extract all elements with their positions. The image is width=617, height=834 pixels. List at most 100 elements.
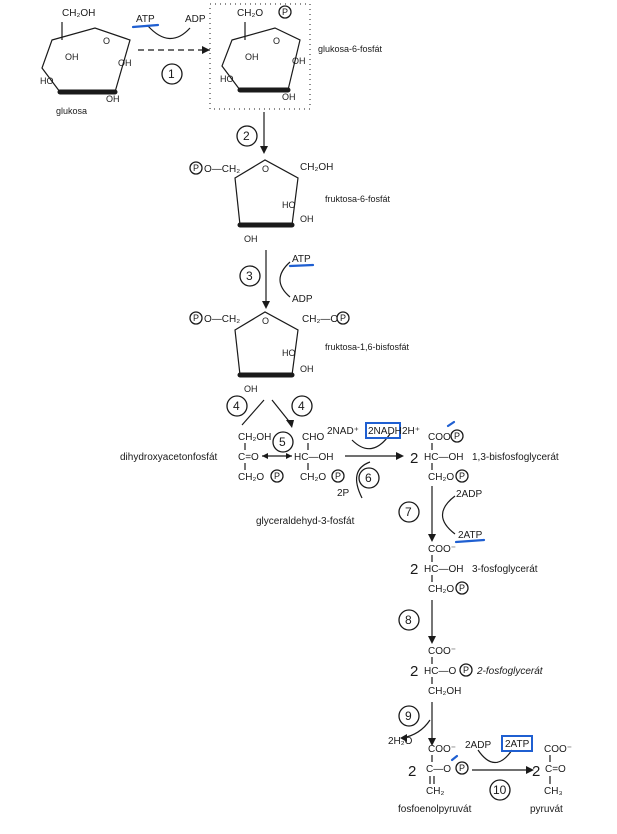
bpg13-structure: COO P 2 HC—OH CH₂O P 1,3-bisfosfoglycerá… [410,420,559,483]
bpg13-hcoh: HC—OH [424,452,463,463]
g3p-ch2op: CH₂O [300,472,326,483]
pyruvat-label: pyruvát [530,804,563,815]
g3p-cho: CHO [302,432,324,443]
dhap-structure: CH₂OH C=O CH₂O P dihydroxyacetonfosfát [120,432,284,483]
step7-adp: 2ADP [456,489,482,500]
step-2: 2 [236,112,268,154]
step10-adp: 2ADP [465,740,491,751]
pyruvat-multiplier: 2 [532,763,540,780]
step3-number: 3 [246,269,253,283]
step-7: 2ADP 2ATP 7 [398,486,486,544]
bpg13-p1: P [454,431,460,441]
pg2-multiplier: 2 [410,663,418,680]
pg2-structure: COO⁻ 2 HC—O P CH₂OH 2-fosfoglycerát [410,646,544,697]
f6p-ho: HO [282,200,296,210]
pep-ch2: CH₂ [426,786,444,797]
pep-label: fosfoenolpyruvát [398,804,472,815]
step2-number: 2 [243,129,250,143]
g6p-ch2op: CH₂O [237,8,263,19]
step-6: 2NAD⁺ 2NADH 2H⁺ 2P 6 [327,422,420,499]
pg3-multiplier: 2 [410,561,418,578]
glukosa-ring-o: O [103,36,110,46]
g6p-label: glukosa-6-fosfát [318,44,383,54]
g3p-structure: CHO HC—OH CH₂O P glyceraldehyd-3-fosfát [256,432,355,527]
pyruvat-coo: COO⁻ [544,744,572,755]
f16bp-oh2: OH [244,384,258,394]
pg2-label: 2-fosfoglycerát [476,666,544,677]
pep-coo: COO⁻ [428,744,456,755]
f6p-oh1: OH [300,214,314,224]
f16bp-ring-o: O [262,316,269,326]
f6p-oh2: OH [244,234,258,244]
step6-nad: 2NAD⁺ [327,426,359,437]
dhap-label: dihydroxyacetonfosfát [120,452,218,463]
dhap-co: C=O [238,452,259,463]
g3p-label: glyceraldehyd-3-fosfát [256,516,355,527]
fruktosa16bp-structure: P O—CH₂ O CH₂—O P HO OH OH fruktosa-1,6-… [189,311,410,394]
dhap-p: P [274,471,280,481]
step-5: 5 [262,431,294,459]
g6p-oh2: OH [292,56,306,66]
pg2-p: P [463,665,469,675]
dhap-ch2oh: CH₂OH [238,432,271,443]
pyruvat-ch3: CH₃ [544,786,563,797]
step-8: 8 [398,600,436,644]
step4-number-right: 4 [298,399,305,413]
step6-p: 2P [337,488,350,499]
step10-atp: 2ATP [505,739,530,750]
g6p-oh1: OH [245,52,259,62]
dhap-ch2op: CH₂O [238,472,264,483]
step-10: 2ADP 2ATP 10 [465,735,534,801]
step1-number: 1 [168,67,175,81]
f16bp-p2: P [340,313,346,323]
f6p-label: fruktosa-6-fosfát [325,194,391,204]
glukosa-oh2: OH [118,58,132,68]
glukosa-structure: CH₂OH O OH OH HO OH glukosa [40,8,132,116]
pep-structure: COO⁻ 2 C—O P CH₂ fosfoenolpyruvát [398,744,472,815]
glukosa-label: glukosa [56,106,87,116]
pg3-structure: COO⁻ 2 HC—OH CH₂O P 3-fosfoglycerát [410,544,538,595]
pg3-hcoh: HC—OH [424,564,463,575]
step8-number: 8 [405,613,412,627]
f6p-ch2oh: CH₂OH [300,162,333,173]
glukosa-oh3: OH [106,94,120,104]
pep-cop: C—O [426,764,451,775]
g3p-hcoh: HC—OH [294,452,333,463]
g6p-p: P [282,7,288,17]
pg2-coo: COO⁻ [428,646,456,657]
bpg13-coo: COO [428,432,451,443]
pyruvat-structure: COO⁻ 2 C=O CH₃ pyruvát [530,744,572,815]
pg3-label: 3-fosfoglycerát [472,564,538,575]
glukosa-ch2oh: CH₂OH [62,8,95,19]
g6p-ho: HO [220,74,234,84]
f6p-ring-o: O [262,164,269,174]
step9-h2o: 2H₂O [388,736,413,747]
pg3-coo: COO⁻ [428,544,456,555]
step7-atp: 2ATP [458,530,483,541]
f16bp-p1: P [193,313,199,323]
bpg13-ch2op: CH₂O [428,472,454,483]
pg3-p: P [459,583,465,593]
bpg13-p2: P [459,471,465,481]
step9-number: 9 [405,709,412,723]
bpg13-multiplier: 2 [410,450,418,467]
f16bp-oh1: OH [300,364,314,374]
step5-number: 5 [279,435,286,449]
pg2-hcop: HC—O [424,666,456,677]
step-9: 2H₂O 9 [388,702,436,747]
pg2-ch2oh: CH₂OH [428,686,461,697]
step10-number: 10 [493,783,507,797]
pep-p: P [459,763,465,773]
step1-adp: ADP [185,14,206,25]
glukosa-ho: HO [40,76,54,86]
f6p-o-ch2: O—CH₂ [204,164,240,175]
step4-number-left: 4 [233,399,240,413]
step6-number: 6 [365,471,372,485]
f16bp-o-ch2: O—CH₂ [204,314,240,325]
g3p-p: P [335,471,341,481]
f6p-p: P [193,163,199,173]
f16bp-label: fruktosa-1,6-bisfosfát [325,342,410,352]
bpg13-label: 1,3-bisfosfoglycerát [472,452,559,463]
